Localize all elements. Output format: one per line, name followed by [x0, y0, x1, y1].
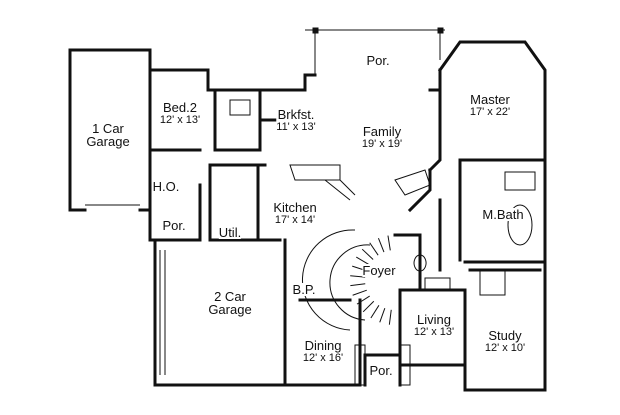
stair-tread: [388, 309, 392, 325]
stair-tread: [369, 242, 379, 256]
room-foyer: Foyer: [362, 263, 396, 278]
stair-tread: [356, 295, 370, 305]
stair-tread: [377, 237, 385, 253]
room-breakfast: Brkfst.11' x 13': [276, 107, 316, 134]
stair-tread: [361, 248, 374, 260]
stair-tread: [350, 283, 366, 287]
room-home-office: H.O.: [152, 179, 180, 194]
stair-tread: [356, 256, 370, 266]
stair-tread: [370, 305, 380, 319]
stair-tread: [387, 235, 391, 251]
room-utility: Util.: [218, 225, 242, 240]
stair-tread: [379, 308, 386, 323]
room-porch-top: Por.: [366, 53, 390, 68]
room-bath-powder: B.P.: [292, 282, 316, 297]
room-master-bath: M.Bath: [482, 207, 524, 222]
stair-tread: [362, 300, 375, 313]
stair-tread: [352, 289, 367, 296]
room-porch-side: Por.: [162, 218, 186, 233]
room-porch-front: Por.: [369, 363, 393, 378]
